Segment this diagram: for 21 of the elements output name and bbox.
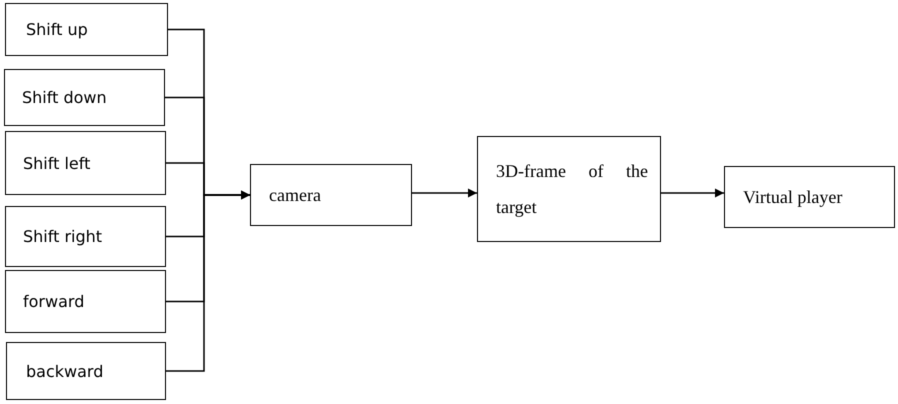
- arrow: [166, 190, 250, 372]
- process-box: [5, 131, 166, 195]
- arrow: [661, 188, 724, 198]
- box-label: Shift up: [26, 20, 88, 39]
- process-box: [5, 3, 168, 56]
- box-label: Shift down: [22, 88, 107, 107]
- box-label: Virtual player: [743, 186, 842, 208]
- box-label: 3D-frame of the target: [496, 160, 648, 219]
- process-box: [6, 342, 166, 400]
- process-box: [5, 270, 166, 333]
- process-box: [477, 136, 661, 242]
- arrow: [412, 188, 477, 198]
- process-box: [4, 69, 165, 126]
- process-box: [724, 166, 895, 228]
- box-label: forward: [23, 292, 84, 311]
- process-box: [5, 206, 166, 267]
- box-label: Shift left: [23, 154, 90, 172]
- box-label: backward: [26, 362, 104, 380]
- process-box: [250, 164, 412, 226]
- box-label: Shift right: [23, 227, 102, 246]
- box-label: camera: [269, 184, 321, 206]
